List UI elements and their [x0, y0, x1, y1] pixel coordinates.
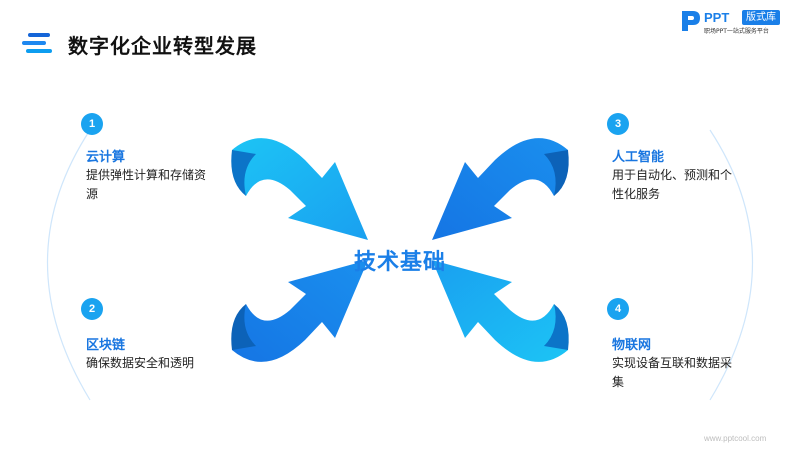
- brand-name: PPT: [704, 10, 730, 25]
- arrow-top-left: [231, 138, 368, 240]
- item-number-3: 3: [607, 113, 629, 135]
- left-arc: [46, 129, 91, 401]
- item-desc-blockchain: 确保数据安全和透明: [86, 356, 195, 370]
- item-desc-cloud: 提供弹性计算和存储资源: [86, 168, 207, 201]
- item-desc-iot: 实现设备互联和数据采集: [612, 356, 733, 389]
- brand-p-icon: [682, 11, 700, 31]
- page-title: 数字化企业转型发展: [68, 34, 257, 58]
- item-title-cloud: 云计算: [86, 150, 126, 165]
- item-title-blockchain: 区块链: [86, 338, 126, 353]
- item-title-ai: 人工智能: [612, 150, 665, 165]
- title-menu-icon: [22, 33, 56, 55]
- brand-badge: 版式库: [742, 10, 780, 25]
- arrow-bottom-right: [432, 260, 569, 362]
- item-number-2: 2: [81, 298, 103, 320]
- arrow-bottom-left: [231, 260, 368, 362]
- item-desc-ai: 用于自动化、预测和个性化服务: [612, 168, 733, 201]
- watermark: www.pptcool.com: [704, 434, 767, 443]
- arrow-top-right: [432, 138, 569, 240]
- right-arc: [709, 129, 754, 401]
- item-number-4: 4: [607, 298, 629, 320]
- center-label: 技术基础: [353, 250, 446, 275]
- item-number-1: 1: [81, 113, 103, 135]
- brand-tagline: 职场PPT一站式服务平台: [704, 28, 769, 35]
- item-title-iot: 物联网: [612, 338, 652, 353]
- brand-logo: PPT 版式库 职场PPT一站式服务平台: [680, 9, 794, 35]
